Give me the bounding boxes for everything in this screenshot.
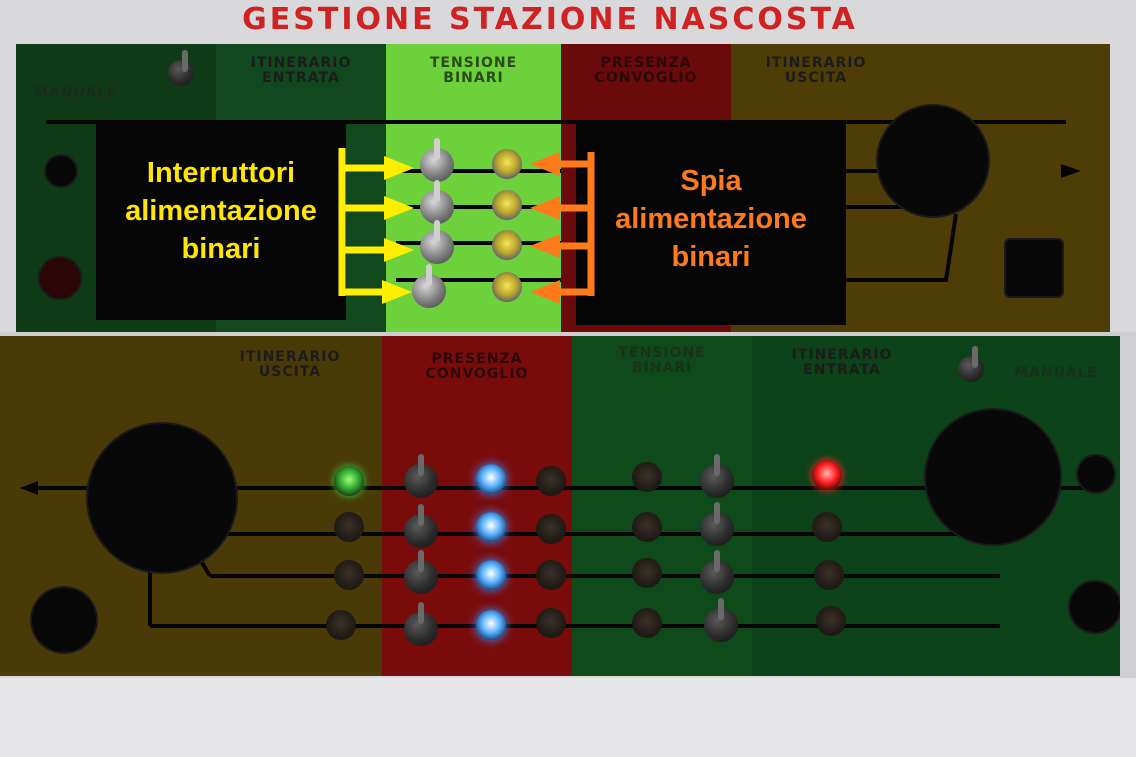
round-button-bottom-right[interactable] [1070, 582, 1120, 632]
zone-label-itinerario-entrata-top: ITINERARIO ENTRATA [250, 55, 352, 86]
zone-label-tensione-binari-top: TENSIONE BINARI [429, 55, 518, 86]
top-control-panel: MANUALE ITINERARIO ENTRATA TENSIONE BINA… [16, 44, 1110, 332]
tension-toggle-3[interactable] [700, 550, 734, 594]
frame-bottom [0, 678, 1136, 757]
track-power-led-4 [492, 272, 522, 302]
callout-arrows [338, 148, 595, 304]
manual-button-bottom[interactable] [1078, 456, 1114, 492]
zone-label-presenza-convoglio-bottom: PRESENZA CONVOGLIO [425, 351, 529, 382]
panel-title: GESTIONE STAZIONE NASCOSTA [242, 2, 858, 37]
presence-toggle-4[interactable] [404, 602, 438, 646]
track-power-led-1 [492, 149, 522, 179]
entry-route-led-4 [816, 606, 846, 636]
track-toggle-1[interactable] [420, 138, 454, 182]
presence-led-1 [476, 464, 506, 494]
presence-toggle-2[interactable] [404, 504, 438, 548]
zone-label-itinerario-entrata-bottom: ITINERARIO ENTRATA [791, 347, 893, 378]
presence-aux-led-2 [536, 514, 566, 544]
zone-label-itinerario-uscita-bottom: ITINERARIO USCITA [239, 349, 341, 380]
manual-button-top[interactable] [46, 156, 76, 186]
presence-aux-led-3 [536, 560, 566, 590]
track-power-led-2 [492, 190, 522, 220]
tension-led-3 [632, 558, 662, 588]
presence-led-4 [476, 610, 506, 640]
tension-led-1 [632, 462, 662, 492]
presence-led-2 [476, 512, 506, 542]
presence-aux-led-1 [536, 466, 566, 496]
frame-right [1120, 336, 1136, 678]
presence-led-3 [476, 560, 506, 590]
zone-label-manuale-top: MANUALE [34, 85, 118, 101]
entry-route-led-1 [812, 460, 842, 490]
route-selector-knob-bottom[interactable] [88, 424, 236, 572]
callout-indicators-text: Spia alimentazione binari [615, 165, 807, 273]
callout-indicators: Spia alimentazione binari [576, 120, 846, 325]
presence-aux-led-4 [536, 608, 566, 638]
track-toggle-3[interactable] [420, 220, 454, 264]
route-led-3 [334, 560, 364, 590]
bottom-control-panel: ITINERARIO USCITA PRESENZA CONVOGLIO TEN… [0, 336, 1120, 676]
route-led-4 [326, 610, 356, 640]
zone-label-manuale-bottom: MANUALE [1014, 365, 1098, 381]
zone-label-itinerario-uscita-top: ITINERARIO USCITA [765, 55, 867, 86]
entry-route-led-3 [814, 560, 844, 590]
tension-toggle-1[interactable] [700, 454, 734, 498]
route-selector-knob-top[interactable] [878, 106, 988, 216]
yellow-arrows [338, 148, 388, 296]
round-button-bottom-left[interactable] [32, 588, 96, 652]
manual-toggle-bottom[interactable] [958, 346, 984, 382]
orange-arrows [556, 152, 595, 296]
tension-toggle-4[interactable] [704, 598, 738, 642]
zone-label-tensione-binari-bottom: TENSIONE BINARI [618, 345, 706, 376]
track-power-led-3 [492, 230, 522, 260]
tension-led-4 [632, 608, 662, 638]
track-toggle-2[interactable] [420, 180, 454, 224]
panel-divider [0, 332, 1136, 336]
tension-led-2 [632, 512, 662, 542]
red-button-top[interactable] [40, 258, 80, 298]
track-toggle-4[interactable] [412, 264, 446, 308]
callout-switches-text: Interruttori alimentazione binari [125, 157, 317, 265]
tension-toggle-2[interactable] [700, 502, 734, 546]
zone-label-presenza-convoglio-top: PRESENZA CONVOGLIO [594, 55, 698, 86]
square-button-top[interactable] [1006, 240, 1062, 296]
route-led-2 [334, 512, 364, 542]
presence-toggle-3[interactable] [404, 550, 438, 594]
presence-toggle-1[interactable] [404, 454, 438, 498]
route-selector-knob-bottom-right[interactable] [926, 410, 1060, 544]
route-led-1 [334, 466, 364, 496]
entry-route-led-2 [812, 512, 842, 542]
callout-switches: Interruttori alimentazione binari [96, 120, 346, 320]
manual-toggle-top[interactable] [168, 50, 194, 86]
